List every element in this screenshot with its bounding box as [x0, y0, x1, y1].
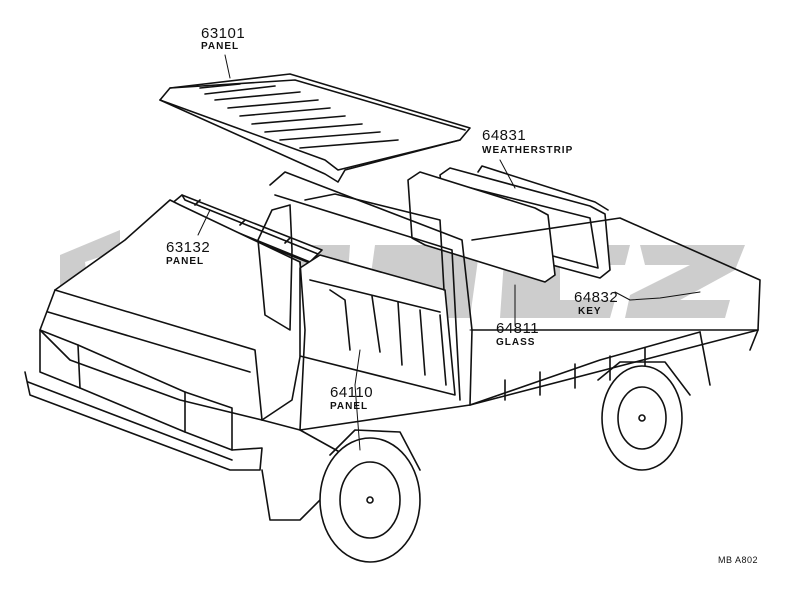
callout-64811-number: 64811 — [496, 320, 540, 337]
roof-panel — [159, 73, 471, 183]
cab-body — [24, 171, 473, 521]
callout-63132-number: 63132 — [166, 239, 211, 256]
callout-64110-name: PANEL — [330, 401, 369, 412]
figure-code: MB A802 — [718, 555, 759, 565]
rear-glass — [407, 171, 556, 283]
callout-63132-name: PANEL — [166, 256, 205, 267]
callout-64811-name: GLASS — [496, 337, 536, 348]
callout-64110-number: 64110 — [330, 384, 374, 401]
callout-64832-name: KEY — [578, 306, 602, 317]
callout-64831-number: 64831 — [482, 127, 527, 144]
front-wheel — [319, 429, 421, 563]
callout-63101-name: PANEL — [201, 41, 240, 52]
cargo-bed — [469, 217, 761, 406]
callout-63101-number: 63101 — [201, 25, 246, 42]
callout-64831-name: WEATHERSTRIP — [482, 145, 574, 156]
leader-lines — [197, 54, 701, 451]
rear-wheel — [597, 361, 691, 471]
callout-64832-number: 64832 — [574, 289, 619, 306]
back-panel — [299, 254, 456, 396]
